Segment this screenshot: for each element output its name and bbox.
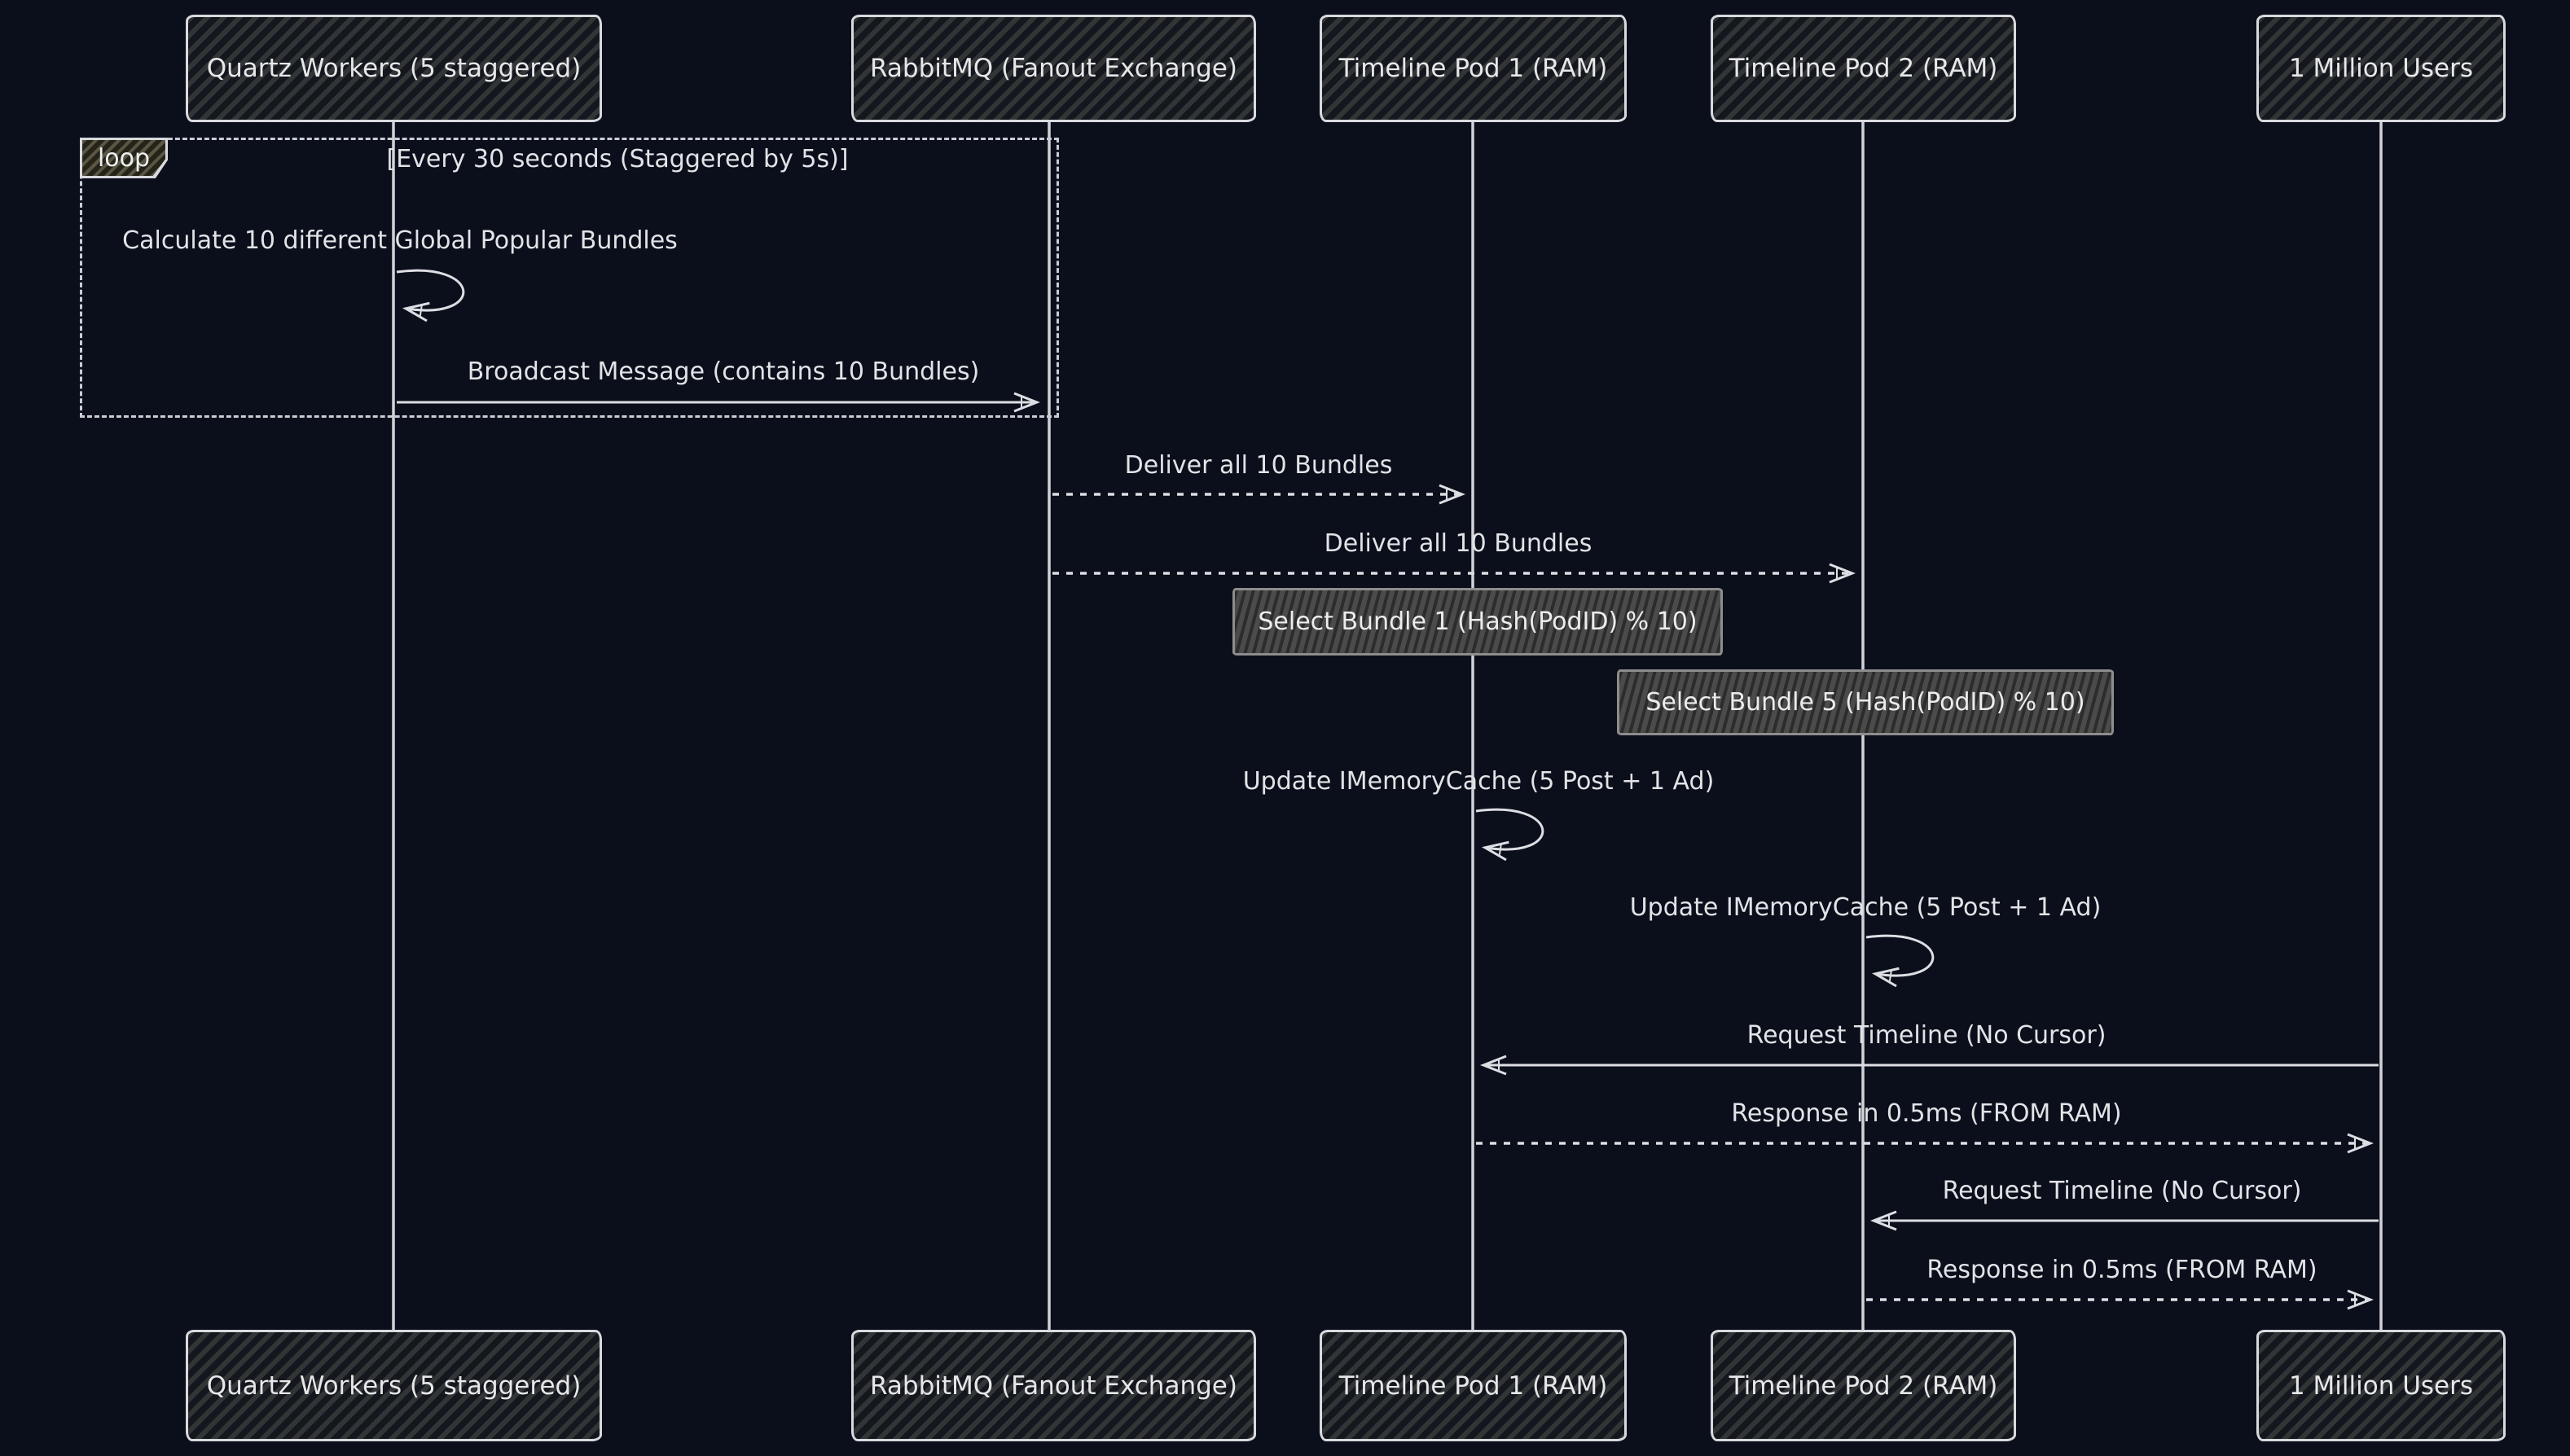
message-label-update-cache-pod2: Update IMemoryCache (5 Post + 1 Ad) xyxy=(1629,893,2102,922)
message-label-deliver-bundles-pod2: Deliver all 10 Bundles xyxy=(1324,529,1593,558)
actor-label: Timeline Pod 1 (RAM) xyxy=(1338,54,1608,83)
message-label-broadcast-message: Broadcast Message (contains 10 Bundles) xyxy=(467,357,980,386)
actor-top-quartz: Quartz Workers (5 staggered) xyxy=(186,15,602,122)
message-label-request-timeline-pod1: Request Timeline (No Cursor) xyxy=(1746,1021,2107,1050)
message-label-response-pod2: Response in 0.5ms (FROM RAM) xyxy=(1926,1256,2317,1284)
message-label-request-timeline-pod2: Request Timeline (No Cursor) xyxy=(1942,1177,2302,1205)
message-label-calculate-bundles: Calculate 10 different Global Popular Bu… xyxy=(122,226,678,255)
message-label-deliver-bundles-pod1: Deliver all 10 Bundles xyxy=(1124,451,1393,480)
loop-label: loop xyxy=(82,140,165,176)
loop-frame xyxy=(80,138,1059,418)
actor-label: RabbitMQ (Fanout Exchange) xyxy=(870,54,1237,83)
actor-bottom-quartz: Quartz Workers (5 staggered) xyxy=(186,1330,602,1441)
actor-label: Quartz Workers (5 staggered) xyxy=(206,1370,582,1401)
actor-top-pod2: Timeline Pod 2 (RAM) xyxy=(1711,15,2016,122)
loop-condition: [Every 30 seconds (Staggered by 5s)] xyxy=(386,145,849,173)
message-label-response-pod1: Response in 0.5ms (FROM RAM) xyxy=(1731,1099,2122,1128)
actor-bottom-pod1: Timeline Pod 1 (RAM) xyxy=(1320,1330,1627,1441)
actor-label: 1 Million Users xyxy=(2288,1370,2474,1401)
actor-top-pod1: Timeline Pod 1 (RAM) xyxy=(1320,15,1627,122)
self-arrow-update-cache-pod2 xyxy=(1865,934,1935,976)
actor-bottom-pod2: Timeline Pod 2 (RAM) xyxy=(1711,1330,2016,1441)
actor-top-users: 1 Million Users xyxy=(2256,15,2506,122)
actor-bottom-users: 1 Million Users xyxy=(2256,1330,2506,1441)
self-arrow-update-cache-pod1 xyxy=(1475,808,1544,849)
actor-label: Quartz Workers (5 staggered) xyxy=(206,54,582,83)
actor-label: Timeline Pod 2 (RAM) xyxy=(1729,54,1998,83)
actor-top-rabbitmq: RabbitMQ (Fanout Exchange) xyxy=(851,15,1256,122)
note-select-bundle-1: Select Bundle 1 (Hash(PodID) % 10) xyxy=(1232,588,1723,656)
actor-bottom-rabbitmq: RabbitMQ (Fanout Exchange) xyxy=(851,1330,1256,1441)
message-label-update-cache-pod1: Update IMemoryCache (5 Post + 1 Ad) xyxy=(1242,767,1715,796)
loop-label-tab: loop xyxy=(80,138,168,178)
actor-label: RabbitMQ (Fanout Exchange) xyxy=(870,1370,1237,1401)
actor-label: Timeline Pod 1 (RAM) xyxy=(1338,1370,1608,1401)
actor-label: 1 Million Users xyxy=(2288,54,2474,83)
note-select-bundle-5: Select Bundle 5 (Hash(PodID) % 10) xyxy=(1617,669,2114,735)
actor-label: Timeline Pod 2 (RAM) xyxy=(1729,1370,1998,1401)
